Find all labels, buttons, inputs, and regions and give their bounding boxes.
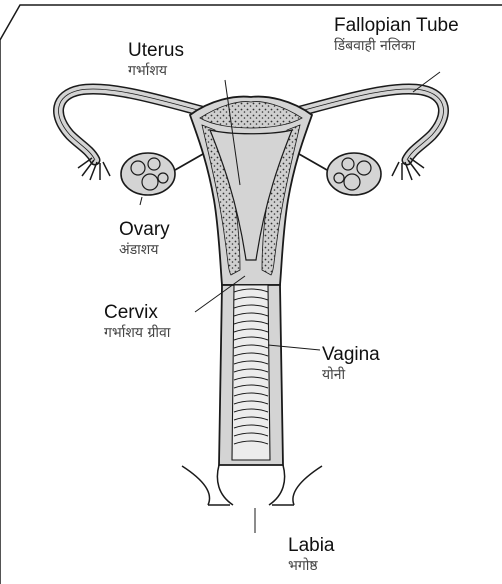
label-uterus: Uterus गर्भाशय: [128, 41, 184, 78]
label-ovary-en: Ovary: [119, 220, 170, 239]
label-labia-en: Labia: [288, 536, 335, 555]
label-cervix-en: Cervix: [104, 303, 170, 322]
label-fallopian-tube-en: Fallopian Tube: [334, 16, 459, 35]
label-labia-hi: भगोष्ठ: [288, 559, 335, 573]
label-vagina: Vagina योनी: [322, 345, 380, 382]
label-uterus-hi: गर्भाशय: [128, 64, 184, 78]
label-fallopian-tube: Fallopian Tube डिंबवाही नलिका: [334, 16, 459, 53]
left-ovary: [121, 150, 210, 195]
label-labia: Labia भगोष्ठ: [288, 536, 335, 573]
label-cervix-hi: गर्भाशय ग्रीवा: [104, 326, 170, 340]
label-ovary: Ovary अंडाशय: [119, 220, 170, 257]
label-fallopian-tube-hi: डिंबवाही नलिका: [334, 39, 459, 53]
label-vagina-en: Vagina: [322, 345, 380, 364]
label-vagina-hi: योनी: [322, 368, 380, 382]
labia-shape: [182, 465, 322, 505]
label-ovary-hi: अंडाशय: [119, 243, 170, 257]
label-cervix: Cervix गर्भाशय ग्रीवा: [104, 303, 170, 340]
label-uterus-en: Uterus: [128, 41, 184, 60]
right-ovary: [292, 150, 381, 195]
